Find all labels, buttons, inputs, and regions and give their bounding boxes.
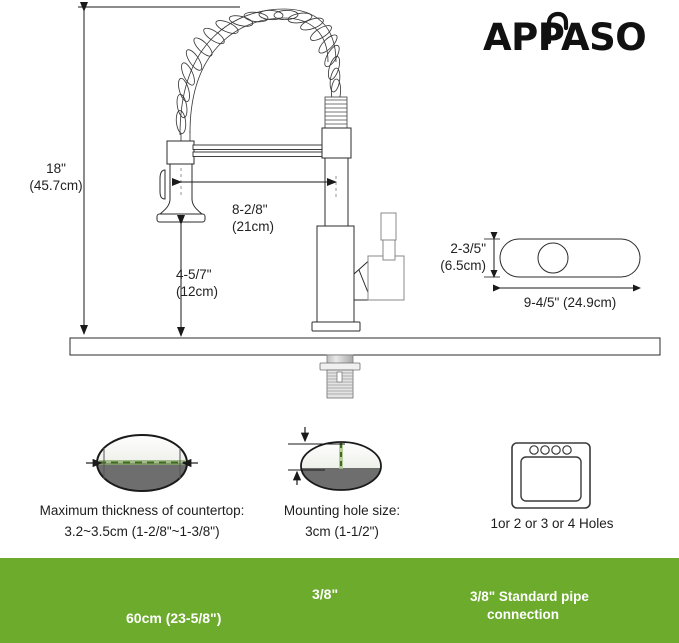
coil-sleeve xyxy=(324,96,348,130)
footer-hose-length-label: 60cm (23-5/8") xyxy=(126,610,222,626)
dimension-label-spray-clearance: 4-5/7" (12cm) xyxy=(176,267,219,299)
dimension-label-spout-reach: 8-2/8" (21cm) xyxy=(232,202,275,234)
footer-connection-label-line1: 3/8" Standard pipe xyxy=(470,589,589,604)
mounting-shank xyxy=(319,354,361,399)
spray-head xyxy=(156,140,206,223)
dimension-label-overall-height: 18" (45.7cm) xyxy=(29,161,83,193)
footer-connection-label-line2: connection xyxy=(487,607,560,622)
hose-drop xyxy=(180,131,191,142)
faucet-logo-icon xyxy=(543,11,569,45)
caption-countertop-thickness: Maximum thickness of countertop: 3.2~3.5… xyxy=(39,503,245,539)
dimension-label-deck-plate-length: 9-4/5" (24.9cm) xyxy=(523,295,617,310)
footer-hose-diameter-label: 3/8" xyxy=(312,586,339,602)
countertop-slab xyxy=(69,337,661,356)
callout-countertop-icon xyxy=(86,434,198,492)
brand-logo: APPASO xyxy=(483,11,659,64)
caption-mounting-hole: Mounting hole size: 3cm (1-1/2") xyxy=(283,503,401,539)
caption-hole-configuration: 1or 2 or 3 or 4 Holes xyxy=(490,516,614,531)
deck-plate-drawing xyxy=(484,232,641,292)
footer-bar: 60cm (23-5/8") 3/8" 3/8" Standard pipe c… xyxy=(0,558,679,643)
faucet-handle xyxy=(353,212,405,301)
callout-mounting-hole-icon xyxy=(288,427,382,491)
spout-arm xyxy=(192,144,326,157)
callout-sink-holes-icon xyxy=(511,442,591,509)
faucet-column xyxy=(311,127,361,332)
spring-coil-arch xyxy=(175,8,342,136)
dimension-label-deck-plate-width: 2-3/5" (6.5cm) xyxy=(440,241,486,273)
